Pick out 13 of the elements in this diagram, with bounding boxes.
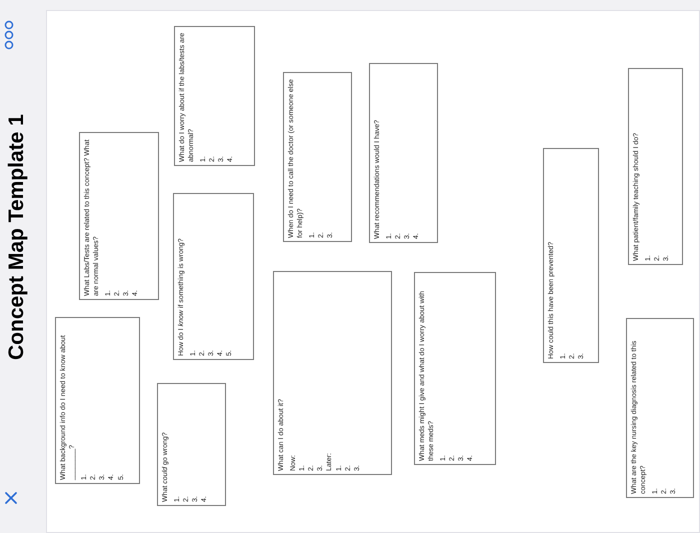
- question-box: [626, 318, 694, 498]
- question-box: [543, 148, 599, 363]
- question-box: [174, 26, 255, 166]
- question-box: [79, 132, 159, 300]
- title: Concept Map Template 1: [5, 114, 28, 360]
- question-box: [628, 68, 683, 265]
- question-box: [369, 63, 438, 243]
- question-box: [55, 317, 140, 484]
- question-box: [173, 193, 254, 360]
- question-box: [283, 72, 352, 242]
- question-box: [157, 383, 226, 506]
- question-box: [273, 271, 392, 475]
- question-box: [414, 272, 496, 465]
